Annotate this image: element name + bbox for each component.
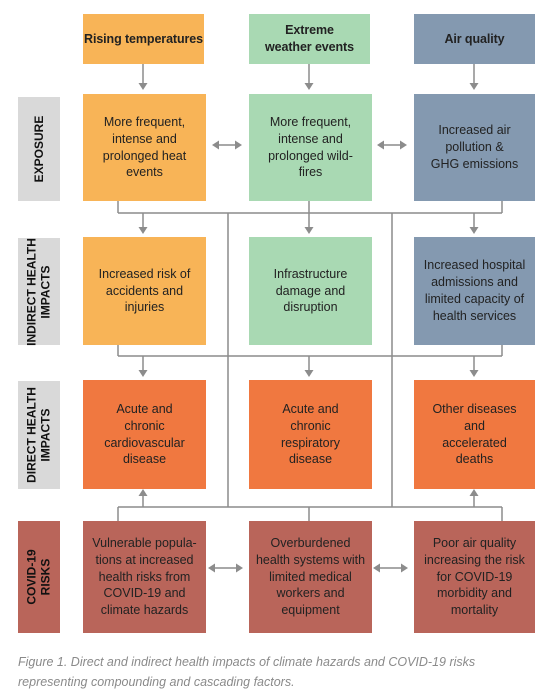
exposure-air-pollution: Increased air pollution & GHG emissions bbox=[414, 94, 535, 201]
covid-to-direct-connector bbox=[117, 489, 503, 521]
covid-vulnerable-populations: Vulnerable popula-tions at increased hea… bbox=[83, 521, 206, 633]
indirect-hospital-admissions: Increased hospital admissions and limite… bbox=[414, 237, 535, 345]
exposure-label-text: EXPOSURE bbox=[31, 115, 46, 183]
indirect-label-line1: INDIRECT HEALTH bbox=[24, 237, 39, 346]
header-air-quality: Air quality bbox=[414, 14, 535, 64]
figure-caption: Figure 1. Direct and indirect health imp… bbox=[18, 655, 476, 689]
covid-label-line1: COVID-19 bbox=[24, 549, 39, 605]
row-label-covid-risks: COVID-19 RISKS bbox=[18, 521, 60, 633]
indirect-accidents-injuries: Increased risk of accidents and injuries bbox=[83, 237, 206, 345]
covid-label-line2: RISKS bbox=[39, 558, 53, 596]
exposure-wildfires: More frequent, intense and prolonged wil… bbox=[249, 94, 372, 201]
direct-other-diseases: Other diseases and accelerated deaths bbox=[414, 380, 535, 489]
indirect-label-line2: IMPACTS bbox=[39, 264, 53, 319]
indirect-infrastructure-damage: Infrastructure damage and disruption bbox=[249, 237, 372, 345]
covid-poor-air-quality: Poor air quality increasing the risk for… bbox=[414, 521, 535, 633]
direct-cardiovascular-disease: Acute and chronic cardiovascular disease bbox=[83, 380, 206, 489]
indirect-to-direct-connector bbox=[117, 345, 503, 377]
direct-label-line1: DIRECT HEALTH bbox=[24, 387, 39, 483]
exposure-to-indirect-connector bbox=[117, 201, 503, 234]
row-label-indirect-health: INDIRECT HEALTH IMPACTS bbox=[18, 238, 60, 345]
exposure-heat-events: More frequent, intense and prolonged hea… bbox=[83, 94, 206, 201]
row-label-direct-health: DIRECT HEALTH IMPACTS bbox=[18, 381, 60, 489]
header-rising-temperatures: Rising temperatures bbox=[83, 14, 204, 64]
covid-overburdened-health-systems: Overburdened health systems with limited… bbox=[249, 521, 372, 633]
direct-respiratory-disease: Acute and chronic respiratory disease bbox=[249, 380, 372, 489]
row-label-exposure: EXPOSURE bbox=[18, 97, 60, 201]
direct-label-line2: IMPACTS bbox=[39, 408, 53, 462]
header-extreme-weather: Extreme weather events bbox=[249, 14, 370, 64]
